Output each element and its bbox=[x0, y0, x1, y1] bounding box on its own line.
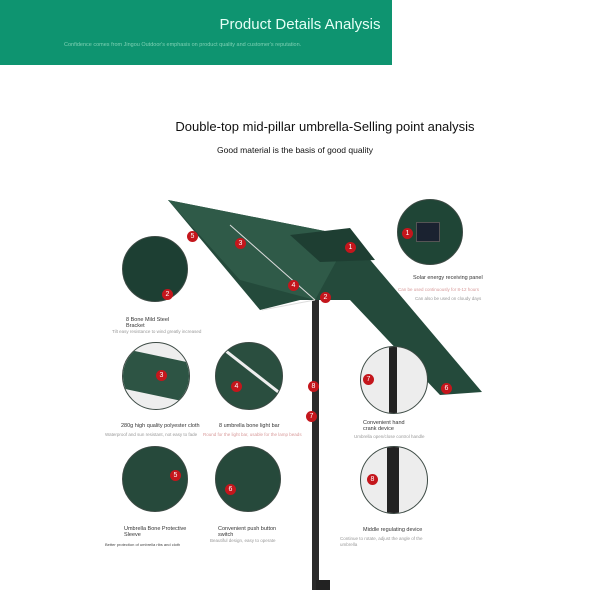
badge-6: 6 bbox=[441, 383, 452, 394]
label-cloth: 280g high quality polyester cloth bbox=[121, 423, 200, 429]
desc-light-bar: Round for the light bar, usable for the … bbox=[203, 432, 302, 437]
desc-solar-2: Can also be used on cloudy days bbox=[415, 296, 482, 301]
page-subtitle: Good material is the basis of good quali… bbox=[217, 145, 373, 155]
label-regulator: Middle regulating device bbox=[363, 527, 423, 533]
badge-2: 2 bbox=[320, 292, 331, 303]
label-sleeve: Umbrella Bone Protective Sleeve bbox=[124, 526, 187, 538]
detail-circle-switch bbox=[215, 446, 281, 512]
desc-bracket: Tilt easy resistance to wind greatly inc… bbox=[112, 329, 202, 334]
badge-8: 8 bbox=[308, 381, 319, 392]
badge-8: 8 bbox=[367, 474, 378, 485]
badge-7: 7 bbox=[306, 411, 317, 422]
banner-subtitle: Confidence comes from Jingou Outdoor's e… bbox=[64, 42, 302, 48]
desc-regulator: Continue to rotate, adjust the angle of … bbox=[340, 536, 423, 547]
label-switch: Convenient push button switch bbox=[218, 526, 277, 538]
badge-1: 1 bbox=[345, 242, 356, 253]
badge-5: 5 bbox=[170, 470, 181, 481]
umbrella-top bbox=[290, 228, 375, 262]
umbrella-pole bbox=[312, 300, 319, 590]
banner-title: Product Details Analysis bbox=[219, 16, 381, 33]
label-solar: Solar energy receiving panel bbox=[413, 275, 483, 281]
label-light-bar: 8 umbrella bone light bar bbox=[219, 423, 280, 429]
badge-4: 4 bbox=[288, 280, 299, 291]
desc-sleeve: Better protection of umbrella ribs and c… bbox=[105, 542, 181, 547]
detail-circle-bracket bbox=[122, 236, 188, 302]
desc-solar: Can be used continuously for 8-12 hours bbox=[398, 287, 480, 292]
detail-circle-light-bar bbox=[215, 342, 283, 410]
desc-switch: Beautiful design, easy to operate bbox=[210, 538, 276, 543]
badge-3: 3 bbox=[235, 238, 246, 249]
page-title: Double-top mid-pillar umbrella-Selling p… bbox=[175, 119, 475, 134]
desc-cloth: Waterproof and sun resistant, not easy t… bbox=[105, 432, 198, 437]
badge-4: 4 bbox=[231, 381, 242, 392]
badge-7: 7 bbox=[363, 374, 374, 385]
label-bracket: 8 Bone Mild Steel Bracket bbox=[126, 317, 170, 329]
badge-3: 3 bbox=[156, 370, 167, 381]
label-crank: Convenient hand crank device bbox=[363, 420, 405, 432]
badge-5: 5 bbox=[187, 231, 198, 242]
badge-6: 6 bbox=[225, 484, 236, 495]
badge-2: 2 bbox=[162, 289, 173, 300]
header-banner: Product Details Analysis Confidence come… bbox=[0, 0, 392, 65]
badge-1: 1 bbox=[402, 228, 413, 239]
desc-crank: Umbrella open/close control handle bbox=[354, 434, 425, 439]
